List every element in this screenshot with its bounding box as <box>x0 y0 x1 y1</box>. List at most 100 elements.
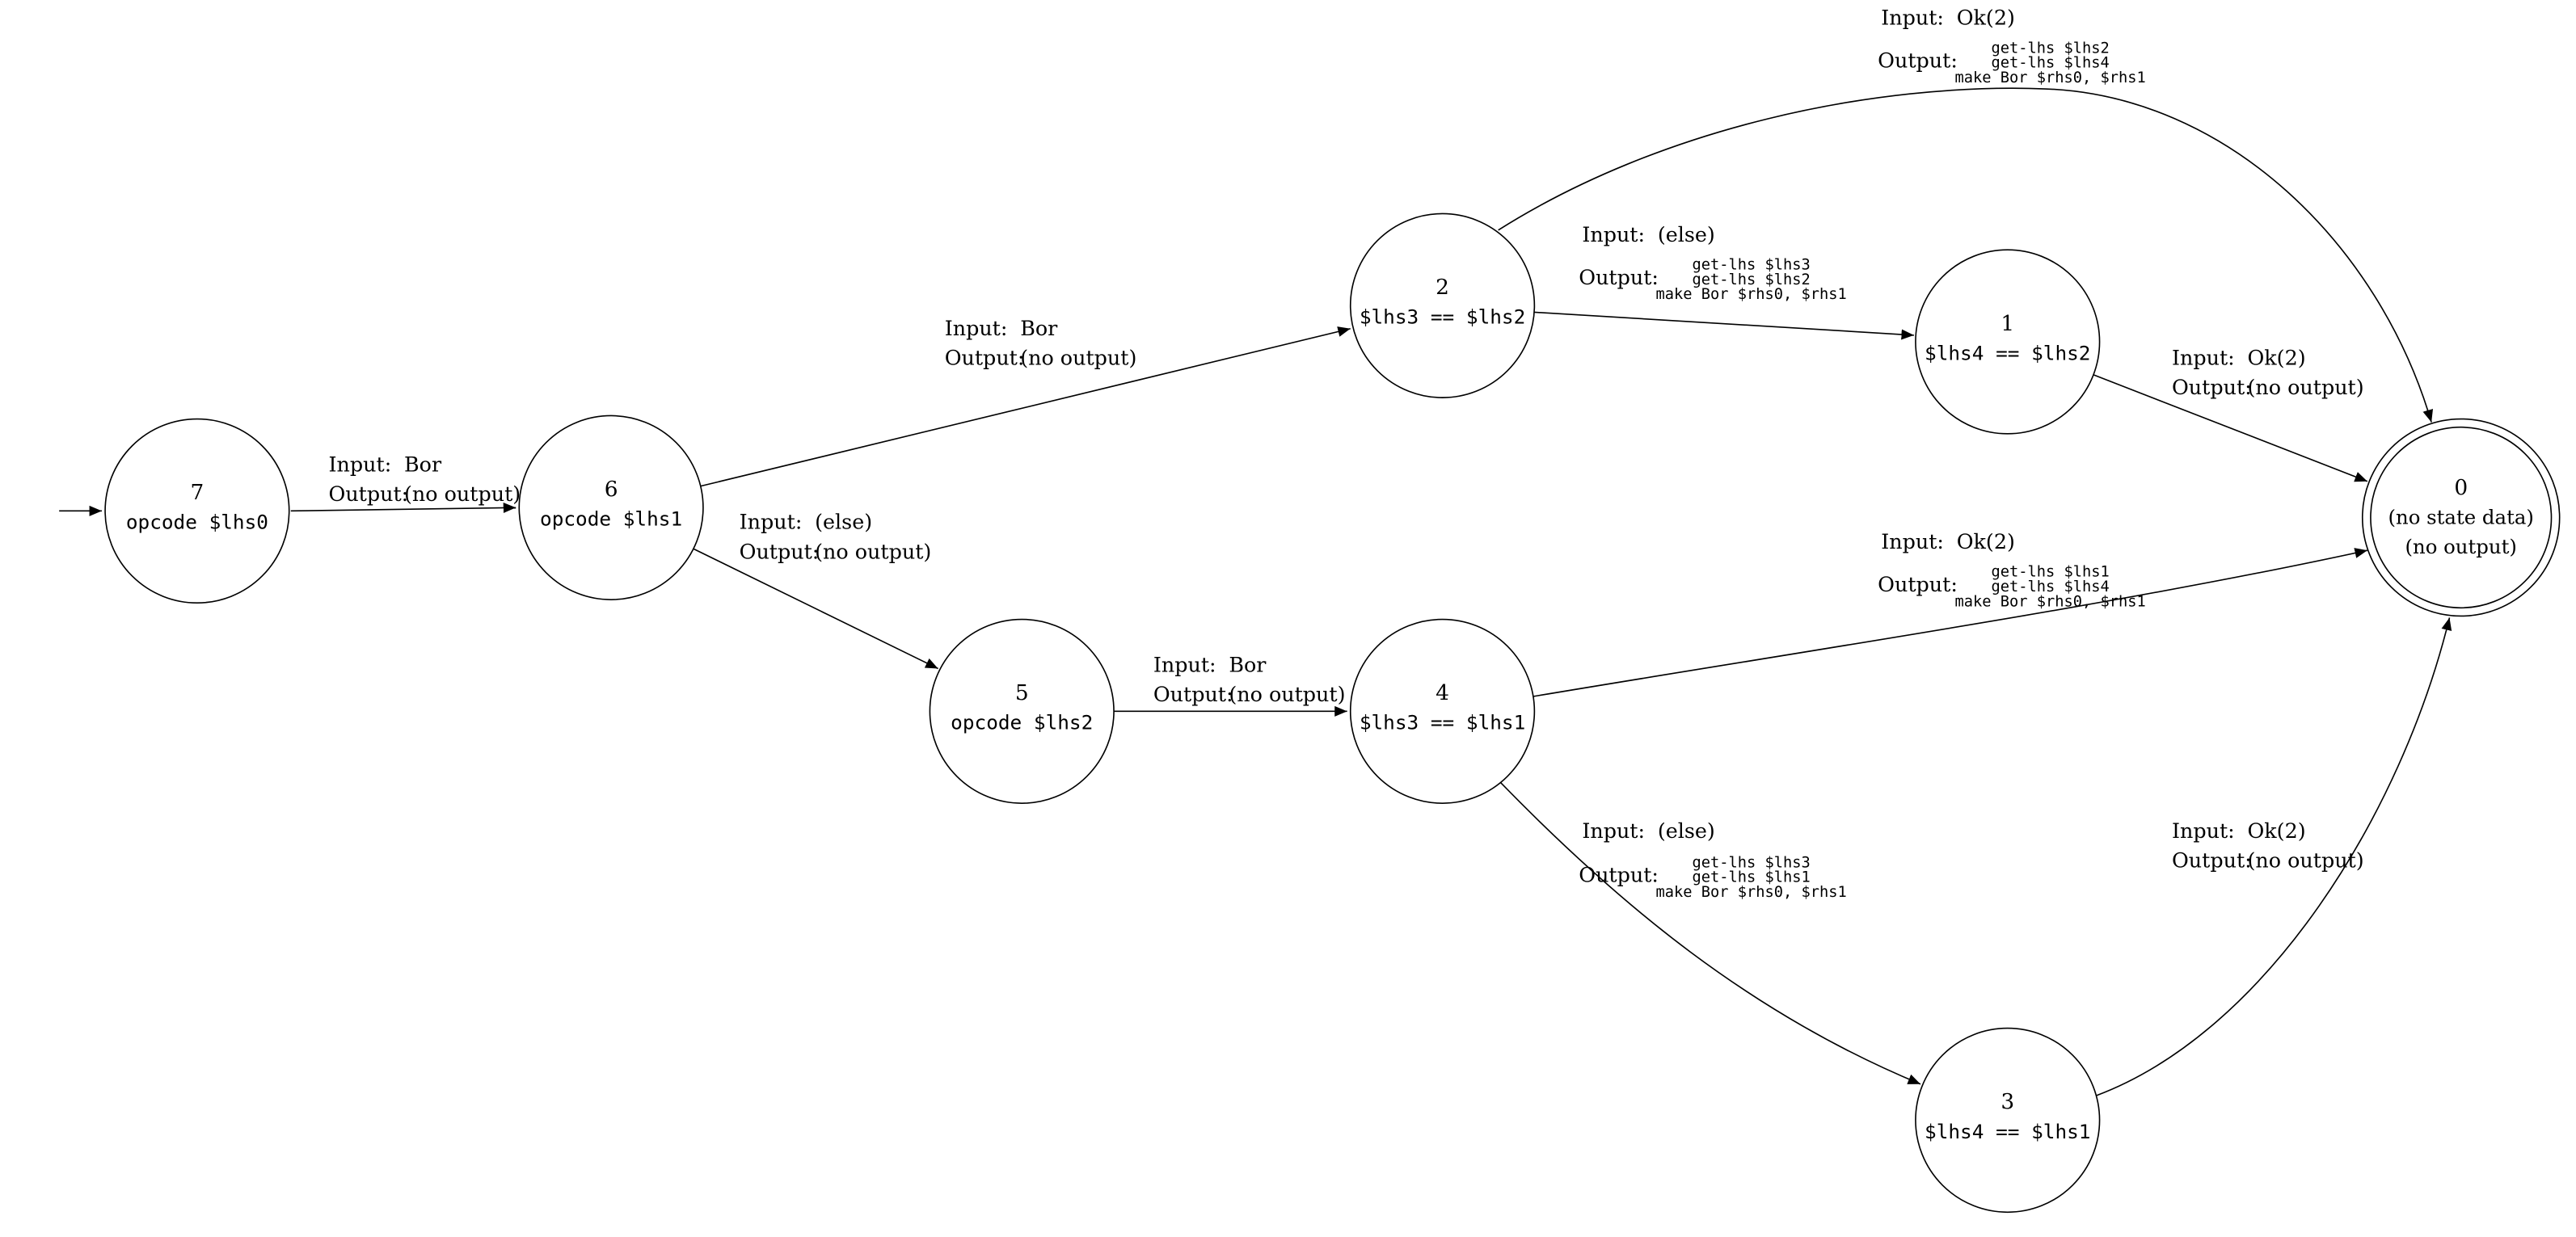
output-line-3: make Bor $rhs0, $rhs1 <box>1954 69 2145 86</box>
edge-label-6-5: Input: (else) Output: (no output) <box>740 510 932 564</box>
edges-layer <box>59 87 2452 1096</box>
input-value: (else) <box>815 510 872 534</box>
state-code: opcode $lhs2 <box>951 711 1093 734</box>
state-code: $lhs4 == $lhs2 <box>1925 341 2090 364</box>
state-3-outline <box>1915 1027 2101 1214</box>
output-label: Output: <box>1579 863 1659 887</box>
output-line-2: get-lhs $lhs2 <box>1693 271 1811 288</box>
edge-4-0 <box>1533 548 2368 697</box>
input-value: (else) <box>1658 222 1715 246</box>
states-layer: 7 opcode $lhs0 6 opcode $lhs1 2 $lhs3 ==… <box>104 212 2561 1214</box>
input-value: Bor <box>1229 653 1267 677</box>
output-value: (no output) <box>1020 345 1136 369</box>
state-id: 3 <box>2001 1089 2014 1114</box>
edge-label-3-0: Input: Ok(2) Output: (no output) <box>2172 818 2364 873</box>
output-label: Output: <box>2172 375 2252 399</box>
input-label: Input: <box>1881 529 1944 553</box>
state-data-line: (no state data) <box>2388 506 2534 529</box>
input-label: Input: <box>945 316 1008 340</box>
input-label: Input: <box>1153 653 1216 677</box>
state-5-outline <box>929 618 1115 804</box>
output-line-1: get-lhs $lhs3 <box>1693 854 1811 871</box>
edge-label-4-0: Input: Ok(2) Output: get-lhs $lhs1 get-l… <box>1878 529 2146 610</box>
edge-1-0 <box>2093 373 2368 482</box>
output-line-1: get-lhs $lhs2 <box>1991 40 2109 57</box>
input-label: Input: <box>1582 818 1645 843</box>
edge-4-3 <box>1499 781 1921 1085</box>
output-value: (no output) <box>2247 375 2363 399</box>
edge-label-1-0: Input: Ok(2) Output: (no output) <box>2172 345 2364 399</box>
state-code: $lhs4 == $lhs1 <box>1925 1120 2090 1143</box>
output-label: Output: <box>1579 265 1659 289</box>
output-value: (no output) <box>404 482 521 506</box>
input-label: Input: <box>329 452 392 477</box>
state-id: 4 <box>1436 680 1449 705</box>
state-7: 7 opcode $lhs0 <box>104 418 290 604</box>
state-id: 1 <box>2001 311 2014 336</box>
output-line-1: get-lhs $lhs1 <box>1991 564 2109 581</box>
input-value: Ok(2) <box>1957 529 2015 553</box>
output-label: Output: <box>2172 848 2252 872</box>
edge-label-4-3: Input: (else) Output: get-lhs $lhs3 get-… <box>1579 818 1847 901</box>
edge-label-7-6: Input: Bor Output: (no output) <box>329 452 521 507</box>
state-6: 6 opcode $lhs1 <box>518 414 704 600</box>
output-label: Output: <box>329 482 409 506</box>
output-line-3: make Bor $rhs0, $rhs1 <box>1656 884 1847 901</box>
state-7-outline <box>104 418 290 604</box>
output-label: Output: <box>740 539 820 563</box>
edge-2-0 <box>1498 87 2434 423</box>
output-line-2: get-lhs $lhs1 <box>1693 869 1811 886</box>
input-value: Bor <box>404 452 442 477</box>
input-value: Ok(2) <box>2247 345 2305 369</box>
state-id: 6 <box>605 477 618 502</box>
state-0-inner-outline <box>2370 426 2553 609</box>
state-id: 7 <box>190 480 204 505</box>
input-label: Input: <box>2172 818 2235 843</box>
edge-7-6 <box>290 503 516 514</box>
state-1: 1 $lhs4 == $lhs2 <box>1915 249 2101 435</box>
state-4-outline <box>1349 618 1536 804</box>
state-0-accepting: 0 (no state data) (no output) <box>2361 418 2561 617</box>
output-line-3: make Bor $rhs0, $rhs1 <box>1954 593 2145 610</box>
input-label: Input: <box>1582 222 1645 246</box>
input-value: Bor <box>1020 316 1058 340</box>
edge-labels-layer: Input: Bor Output: (no output) Input: Bo… <box>329 6 2364 901</box>
edge-label-5-4: Input: Bor Output: (no output) <box>1153 653 1346 707</box>
input-value: Ok(2) <box>2247 818 2305 843</box>
output-line-2: get-lhs $lhs4 <box>1991 55 2109 72</box>
edge-2-1 <box>1534 311 1914 340</box>
output-label: Output: <box>1878 48 1958 73</box>
input-label: Input: <box>2172 345 2235 369</box>
state-2-outline <box>1349 212 1536 398</box>
output-label: Output: <box>1153 682 1233 706</box>
edge-label-6-2: Input: Bor Output: (no output) <box>945 316 1137 370</box>
edge-6-2 <box>699 326 1351 487</box>
input-value: Ok(2) <box>1957 6 2015 30</box>
output-value: (no output) <box>2247 848 2363 872</box>
state-1-outline <box>1915 249 2101 435</box>
edge-3-0 <box>2096 617 2452 1096</box>
state-5: 5 opcode $lhs2 <box>929 618 1115 804</box>
state-3: 3 $lhs4 == $lhs1 <box>1915 1027 2101 1214</box>
input-label: Input: <box>1881 6 1944 30</box>
state-code: opcode $lhs0 <box>126 511 268 534</box>
output-line-3: make Bor $rhs0, $rhs1 <box>1656 286 1847 303</box>
edge-label-2-0: Input: Ok(2) Output: get-lhs $lhs2 get-l… <box>1878 6 2146 86</box>
state-2: 2 $lhs3 == $lhs2 <box>1349 212 1536 398</box>
state-id: 2 <box>1436 275 1449 300</box>
edge-6-5 <box>693 548 938 670</box>
input-value: (else) <box>1658 818 1715 843</box>
edge-label-2-1: Input: (else) Output: get-lhs $lhs3 get-… <box>1579 222 1847 303</box>
output-label: Output: <box>945 345 1025 369</box>
state-code: opcode $lhs1 <box>540 507 682 531</box>
state-4: 4 $lhs3 == $lhs1 <box>1349 618 1536 804</box>
output-value: (no output) <box>1229 682 1345 706</box>
state-output-line: (no output) <box>2405 535 2517 558</box>
output-line-2: get-lhs $lhs4 <box>1991 579 2109 595</box>
state-code: $lhs3 == $lhs2 <box>1360 305 1525 329</box>
output-value: (no output) <box>815 539 931 563</box>
output-line-1: get-lhs $lhs3 <box>1693 257 1811 274</box>
state-6-outline <box>518 414 704 600</box>
output-label: Output: <box>1878 572 1958 596</box>
